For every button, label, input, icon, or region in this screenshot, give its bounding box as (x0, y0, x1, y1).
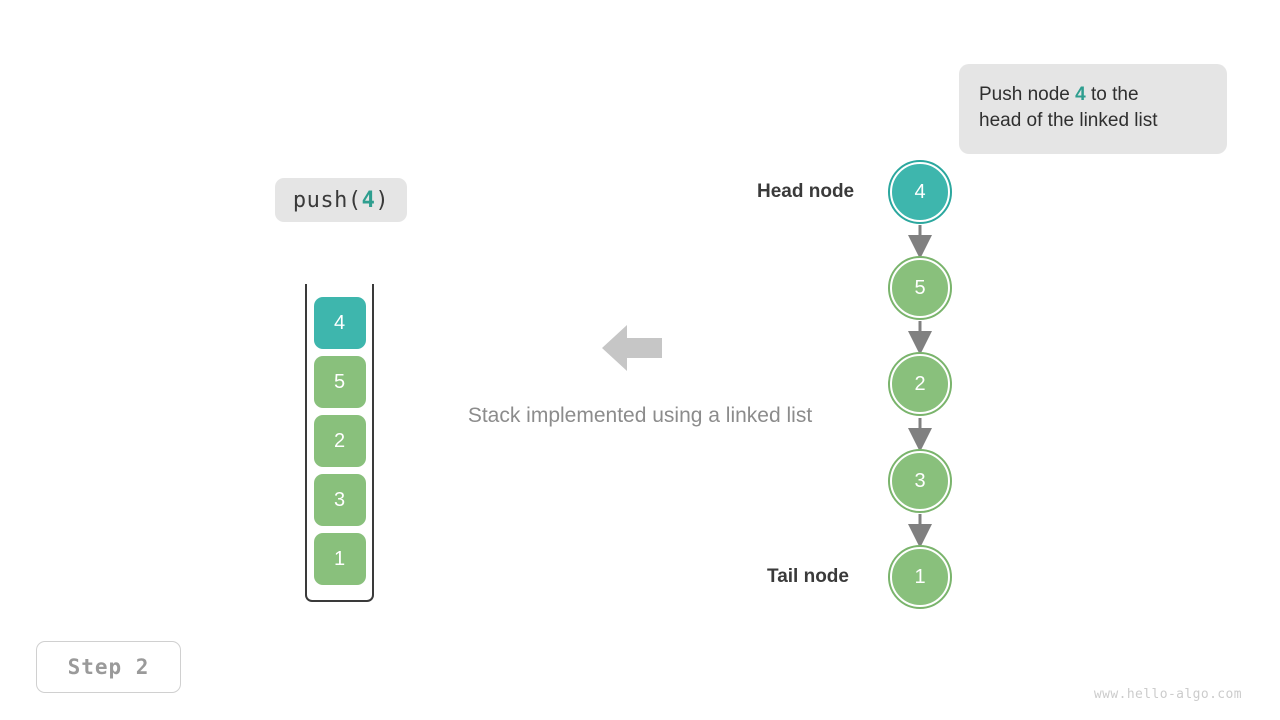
stack-cell-value: 1 (333, 547, 346, 570)
stack-cell: 2 (313, 415, 366, 467)
step-badge: Step 2 (36, 641, 181, 693)
linked-list-node: 3 (888, 449, 952, 513)
node-value: 3 (914, 469, 926, 492)
node-value: 4 (914, 180, 926, 203)
node-value: 5 (914, 276, 926, 299)
linked-list-edges (908, 225, 932, 548)
operation-open-paren: ( (347, 187, 362, 213)
stack-container: 4 5 2 3 1 (305, 284, 374, 602)
linked-list-node: 4 (888, 160, 952, 224)
callout-line2: head of the linked list (979, 110, 1158, 131)
tail-node-label: Tail node (767, 566, 849, 587)
stack-cell: 4 (313, 297, 366, 349)
callout-text-before: Push node (979, 84, 1076, 105)
operation-argument: 4 (361, 187, 376, 213)
node-value: 2 (914, 372, 926, 395)
left-arrow-icon (602, 325, 662, 371)
callout-text-after: to the (1085, 84, 1139, 105)
stack-cell: 5 (313, 356, 366, 408)
stack-cell: 1 (313, 533, 366, 585)
diagram-caption: Stack implemented using a linked list (0, 404, 1280, 428)
stack-cell-value: 4 (333, 311, 346, 334)
operation-close-paren: ) (375, 187, 390, 213)
operation-name: push (292, 187, 348, 213)
diagram-caption-text: Stack implemented using a linked list (467, 404, 813, 427)
linked-list-node: 2 (888, 352, 952, 416)
stack-cell-value: 3 (333, 488, 346, 511)
stack-cell-value: 5 (333, 370, 346, 393)
operation-label: push(4) (275, 178, 407, 222)
callout-highlight-value: 4 (1075, 84, 1086, 105)
head-node-label: Head node (757, 181, 855, 202)
watermark: www.hello-algo.com (1093, 687, 1242, 702)
callout-box: Push node 4 to the head of the linked li… (959, 64, 1227, 154)
linked-list-node: 1 (888, 545, 952, 609)
linked-list: 4 5 2 3 1 (860, 155, 990, 615)
stack-cell: 3 (313, 474, 366, 526)
node-value: 1 (914, 565, 926, 588)
linked-list-node: 5 (888, 256, 952, 320)
stack-cell-list: 4 5 2 3 1 (307, 297, 372, 585)
stack-cell-value: 2 (333, 429, 346, 452)
